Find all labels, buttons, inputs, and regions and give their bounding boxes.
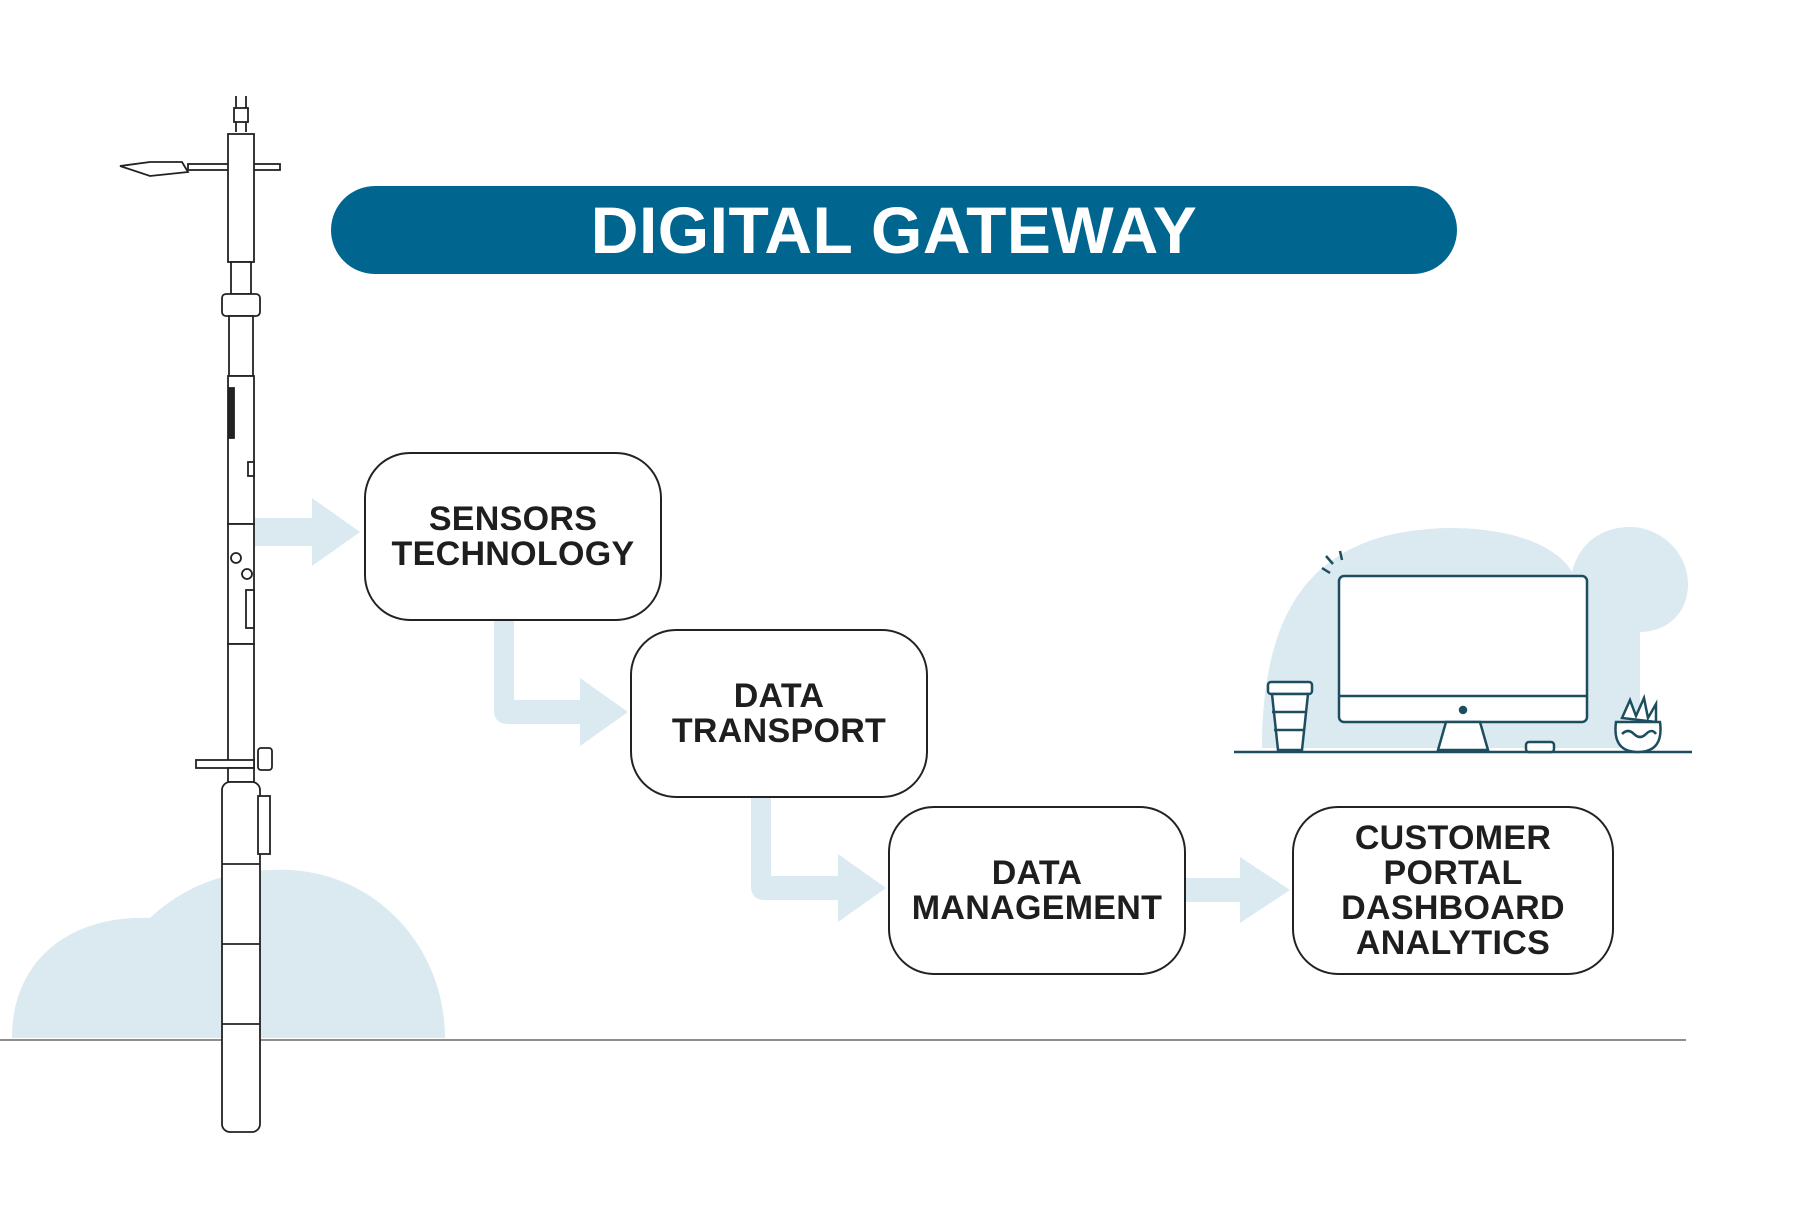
plant-pot-icon xyxy=(1614,693,1662,754)
monitor-icon xyxy=(1321,550,1589,754)
flow-arrow-icon xyxy=(751,798,886,922)
sensor-pole-icon xyxy=(119,96,281,1133)
title-banner: DIGITAL GATEWAY xyxy=(331,186,1457,274)
flow-arrow-icon xyxy=(494,620,628,746)
node-label-line: DASHBOARD xyxy=(1341,888,1565,927)
node-label-line: DATA xyxy=(991,853,1083,892)
node-label-line: MANAGEMENT xyxy=(911,888,1163,927)
node-label-line: SENSORS xyxy=(428,499,598,538)
node-data-transport: DATA TRANSPORT xyxy=(630,629,928,798)
node-label-line: DATA xyxy=(733,676,825,715)
coffee-cup-icon xyxy=(1266,680,1314,752)
node-label-line: PORTAL xyxy=(1383,853,1523,892)
node-label-line: CUSTOMER xyxy=(1354,818,1552,857)
page-title: DIGITAL GATEWAY xyxy=(590,193,1198,267)
flow-arrow-icon xyxy=(1182,857,1290,923)
node-sensors-technology: SENSORS TECHNOLOGY xyxy=(364,452,662,621)
node-data-management: DATA MANAGEMENT xyxy=(888,806,1186,975)
node-label-line: ANALYTICS xyxy=(1355,923,1551,962)
node-label-line: TECHNOLOGY xyxy=(391,534,635,573)
node-label-line: TRANSPORT xyxy=(671,711,887,750)
flow-arrow-icon xyxy=(255,498,360,566)
node-customer-portal: CUSTOMER PORTAL DASHBOARD ANALYTICS xyxy=(1292,806,1614,975)
